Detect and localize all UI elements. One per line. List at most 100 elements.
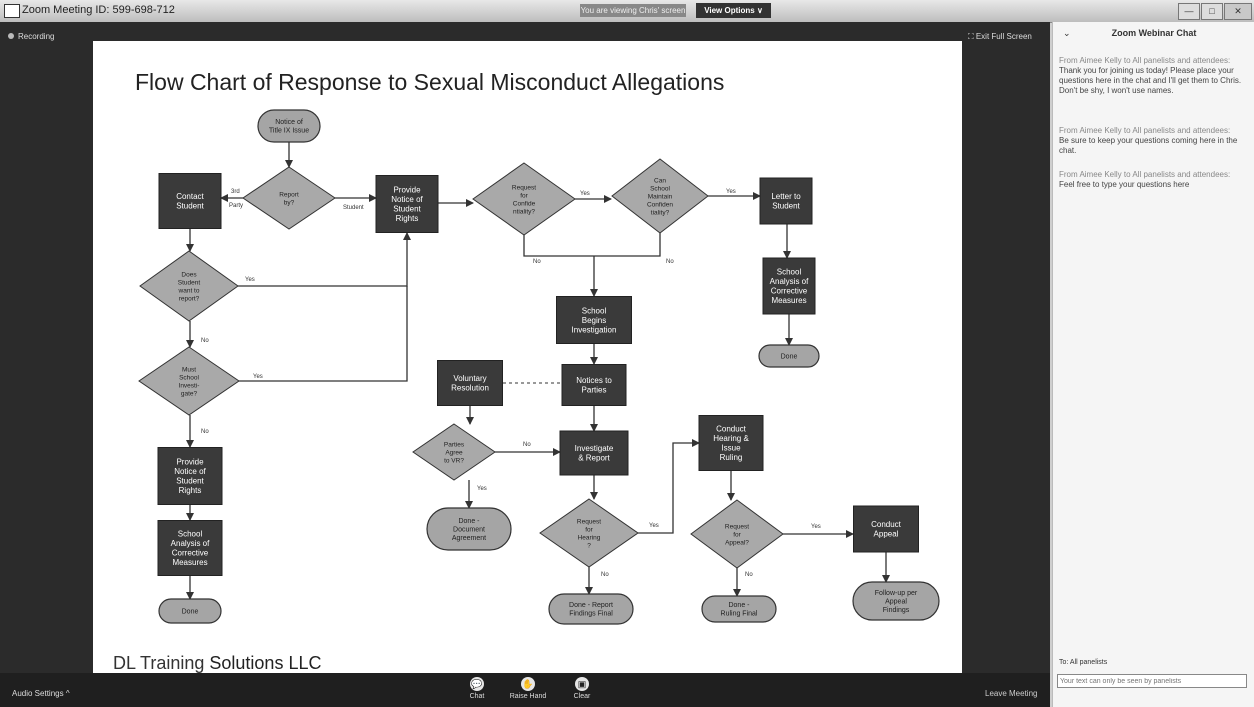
- slide-footer: DL Training Solutions LLC: [113, 653, 321, 674]
- terminal-node: [701, 595, 777, 623]
- chat-message-text: Thank you for joining us today! Please p…: [1059, 66, 1242, 95]
- footer-brand: DL Training: [113, 653, 205, 674]
- flow-node-label-text: & Report: [578, 454, 610, 463]
- chat-message-sender: From Aimee Kelly to All panelists and at…: [1059, 170, 1231, 179]
- flow-node-label-text: to VR?: [444, 457, 464, 464]
- edge-label-third: 3rd: [231, 189, 240, 195]
- chat-panel: ⌄ Zoom Webinar Chat From Aimee Kelly to …: [1052, 22, 1254, 707]
- flow-node-label-text: report?: [179, 295, 200, 302]
- chat-icon: 💬: [470, 677, 484, 691]
- edge-label-no: No: [201, 338, 209, 344]
- edge-label-no: No: [666, 259, 674, 265]
- edge-label-yes: Yes: [811, 524, 821, 530]
- flow-node-label-text: Notice of: [275, 119, 303, 126]
- exit-full-screen-label: Exit Full Screen: [975, 32, 1032, 41]
- flow-node-label-text: by?: [284, 199, 295, 206]
- chat-message-text: Feel free to type your questions here: [1059, 180, 1190, 189]
- edge-label-party: Party: [229, 203, 243, 209]
- flow-node-label-text: Rights: [396, 214, 419, 223]
- edge-label-no: No: [601, 572, 609, 578]
- flow-node-label-text: Appeal: [874, 530, 899, 539]
- flow-node-label-text: ?: [587, 542, 591, 549]
- window-title-bar: Zoom Meeting ID: 599-698-712 You are vie…: [0, 0, 1254, 23]
- camera-icon: ▣: [575, 677, 589, 691]
- flow-node-label-text: Notice of: [391, 195, 423, 204]
- flow-node-label-text: Notice of: [174, 467, 206, 476]
- leave-meeting-button[interactable]: Leave Meeting: [985, 689, 1038, 698]
- flow-connector: [638, 439, 700, 534]
- chat-button[interactable]: 💬 Chat: [452, 677, 502, 700]
- flow-node-label-text: Rights: [179, 486, 202, 495]
- collapse-chevron-icon[interactable]: ⌄: [1063, 28, 1071, 38]
- flow-node-label-text: Request: [577, 518, 601, 525]
- decision-diamond: [242, 166, 336, 230]
- flow-node-done-left: Done: [158, 598, 222, 624]
- flow-node-label-text: Agree: [445, 449, 463, 456]
- edge-label-yes: Yes: [726, 189, 736, 195]
- flow-node-label-text: Student: [772, 202, 800, 211]
- hand-icon: ✋: [521, 677, 535, 691]
- flow-node-label-text: Ruling Final: [721, 611, 758, 618]
- flow-node-label-text: Resolution: [451, 384, 489, 393]
- chat-header: Zoom Webinar Chat: [1111, 28, 1197, 38]
- decision-diamond: [412, 423, 496, 481]
- chat-recipient-label[interactable]: To: All panelists: [1059, 659, 1108, 666]
- shared-screen-stage: Recording ⛶ Exit Full Screen Flow Chart …: [0, 22, 1050, 707]
- audio-caret-icon[interactable]: ^: [65, 689, 70, 698]
- decision-diamond: [139, 250, 239, 322]
- chat-message-text: Be sure to keep your questions coming he…: [1059, 136, 1238, 155]
- flow-connector: [594, 233, 661, 257]
- flow-node-label-text: School: [178, 530, 203, 539]
- chat-label: Chat: [469, 693, 485, 700]
- terminal-node: [257, 109, 321, 143]
- audio-settings-button[interactable]: Audio Settings ^: [12, 689, 70, 698]
- clear-button[interactable]: ▣Clear: [557, 677, 607, 700]
- close-button[interactable]: ✕: [1224, 3, 1252, 20]
- process-box: [158, 173, 222, 229]
- chat-message-sender: From Aimee Kelly to All panelists and at…: [1059, 56, 1231, 65]
- flow-node-done-ruling: Done -Ruling Final: [701, 595, 777, 623]
- flow-node-label-text: Parties: [444, 441, 465, 448]
- edge-label-yes: Yes: [477, 486, 487, 492]
- flow-node-label-text: Measures: [771, 296, 806, 305]
- flow-node-label-text: Done: [781, 353, 798, 360]
- flow-node-label-text: Conduct: [871, 520, 902, 529]
- view-options-button[interactable]: View Options ∨: [696, 3, 771, 18]
- flow-node-label-text: Student: [176, 477, 204, 486]
- exit-full-screen-button[interactable]: ⛶ Exit Full Screen: [968, 32, 1032, 41]
- edge-label-no: No: [745, 572, 753, 578]
- terminal-node: [548, 593, 634, 625]
- flow-node-label-text: for: [585, 526, 593, 533]
- flow-node-label-text: Analysis of: [770, 277, 809, 286]
- maximize-button[interactable]: □: [1201, 3, 1223, 20]
- edge-label-yes: Yes: [580, 191, 590, 197]
- process-box: [556, 296, 632, 344]
- minimize-button[interactable]: —: [1178, 3, 1200, 20]
- flow-node-label-text: Provide: [176, 458, 204, 467]
- footer-rest: Solutions LLC: [204, 653, 322, 673]
- terminal-node: [758, 344, 820, 368]
- flow-node-label-text: Appeal?: [725, 539, 749, 546]
- flow-node-label-text: Appeal: [885, 598, 907, 605]
- flow-node-label-text: Student: [393, 205, 421, 214]
- flow-node-label-text: Voluntary: [453, 374, 486, 383]
- edge-label-student: Student: [343, 205, 364, 211]
- raise-hand-button[interactable]: ✋Raise Hand: [503, 677, 553, 700]
- flow-node-label-text: Student: [178, 279, 201, 286]
- flow-node-label-text: Can: [654, 177, 666, 184]
- flow-node-label-text: Student: [176, 202, 204, 211]
- chat-message-input[interactable]: [1057, 674, 1247, 688]
- flow-connector: [238, 232, 411, 287]
- flow-node-label-text: Done -: [458, 518, 480, 525]
- flow-node-label-text: School: [179, 374, 199, 381]
